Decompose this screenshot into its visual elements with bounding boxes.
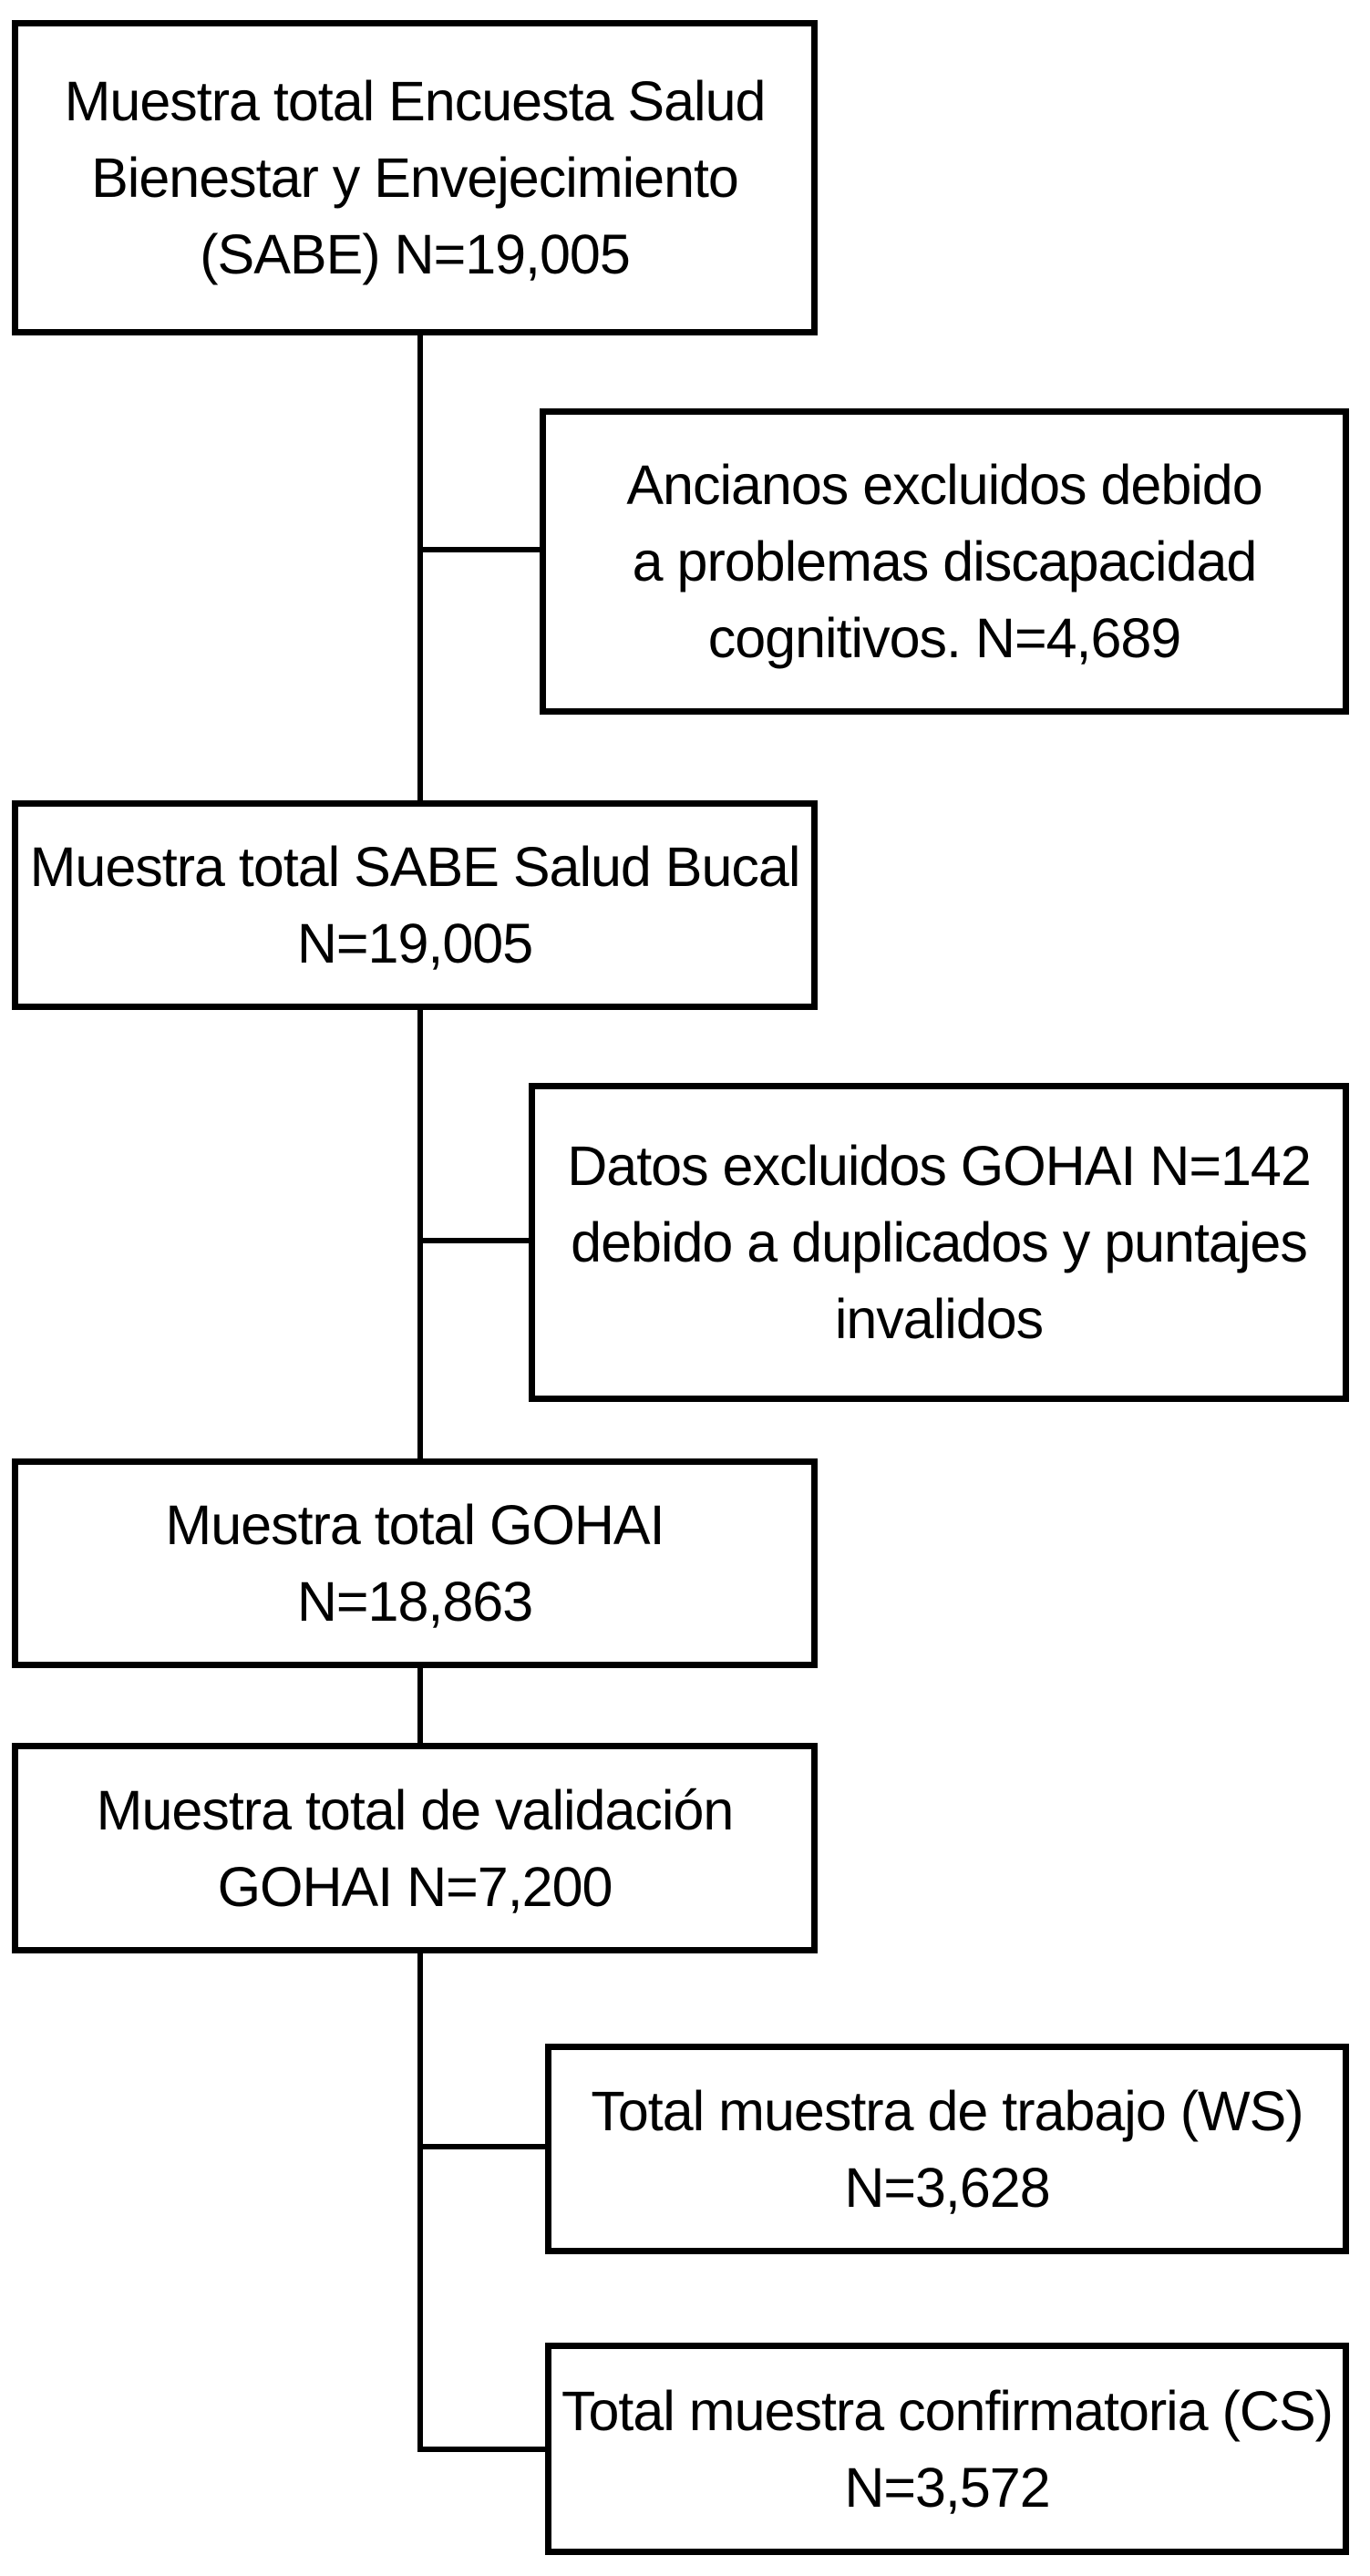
box-text-line: debido a duplicados y puntajes <box>571 1211 1308 1273</box>
box-text-line: N=19,005 <box>296 912 533 974</box>
box-text-line: cognitivos. N=4,689 <box>707 607 1181 669</box>
connector-bucal-to-gohai <box>417 1010 423 1458</box>
connector-gohai-to-validation <box>417 1668 423 1743</box>
connector-branch-gohai-excluded <box>417 1238 534 1243</box>
box-sabe-oral-health-total: Muestra total SABE Salud Bucal N=19,005 <box>12 800 818 1010</box>
box-text-line: Total muestra de trabajo (WS) <box>591 2079 1303 2142</box>
box-gohai-data-excluded: Datos excluidos GOHAI N=142 debido a dup… <box>529 1083 1349 1402</box>
box-text-line: Muestra total SABE Salud Bucal <box>29 836 801 898</box>
box-text-line: Total muestra confirmatoria (CS) <box>561 2379 1334 2442</box>
box-gohai-validation-sample: Muestra total de validación GOHAI N=7,20… <box>12 1743 818 1953</box>
box-text-line: N=3,572 <box>844 2456 1050 2519</box>
box-text-line: Datos excluidos GOHAI N=142 <box>567 1135 1312 1197</box>
box-confirmatory-sample: Total muestra confirmatoria (CS) N=3,572 <box>545 2343 1349 2555</box>
box-text-line: GOHAI N=7,200 <box>217 1855 613 1918</box>
box-sabe-total-sample: Muestra total Encuesta Salud Bienestar y… <box>12 20 818 335</box>
box-working-sample: Total muestra de trabajo (WS) N=3,628 <box>545 2044 1349 2254</box>
box-excluded-cognitive-impairment: Ancianos excluidos debido a problemas di… <box>540 408 1349 715</box>
connector-validation-trunk <box>417 1953 423 2452</box>
connector-branch-excluded-cognitive <box>417 547 545 552</box>
box-text-line: invalidos <box>834 1288 1044 1350</box>
box-text-line: a problemas discapacidad <box>632 531 1258 592</box>
connector-branch-working-sample <box>417 2144 551 2149</box>
connector-branch-confirmatory-sample <box>417 2447 551 2452</box>
box-text-line: Muestra total Encuesta Salud <box>64 70 767 132</box>
box-text-line: N=3,628 <box>844 2156 1050 2219</box>
box-text-line: Bienestar y Envejecimiento <box>91 147 739 209</box>
box-gohai-total-sample: Muestra total GOHAI N=18,863 <box>12 1458 818 1668</box>
box-text-line: (SABE) N=19,005 <box>200 223 631 285</box>
connector-sabe-to-bucal <box>417 335 423 800</box>
box-text-line: Ancianos excluidos debido <box>626 454 1262 516</box>
box-text-line: Muestra total de validación <box>96 1778 735 1841</box>
box-text-line: Muestra total GOHAI <box>165 1494 664 1556</box>
box-text-line: N=18,863 <box>296 1571 533 1633</box>
